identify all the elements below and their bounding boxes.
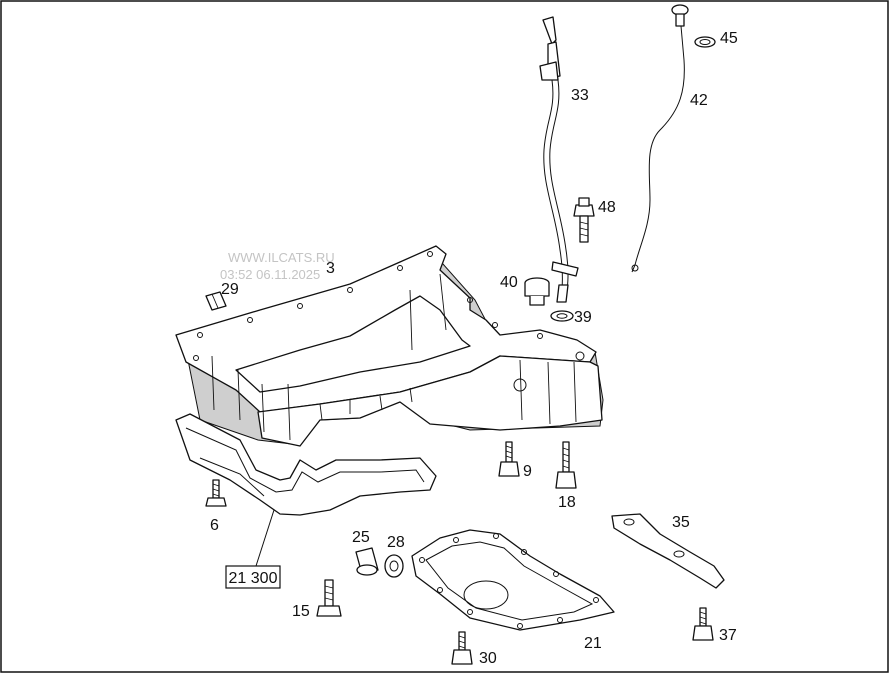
bolt-6[interactable] [205, 479, 227, 507]
bolt-48[interactable] [573, 197, 595, 243]
label-48: 48 [598, 199, 616, 216]
watermark-stamp: 03:52 06.11.2025 [220, 267, 320, 282]
gasket-21300[interactable] [175, 413, 437, 516]
label-37: 37 [719, 627, 737, 644]
label-35: 35 [672, 514, 690, 531]
label-40: 40 [500, 274, 518, 291]
label-30: 30 [479, 650, 497, 667]
dipstick-guide-tube[interactable] [539, 16, 579, 303]
seal-28[interactable] [384, 554, 404, 578]
label-6: 6 [210, 517, 219, 534]
label-29: 29 [221, 281, 239, 298]
oil-dipstick[interactable] [631, 4, 689, 273]
label-45: 45 [720, 30, 738, 47]
reference-box-label: 21 300 [229, 570, 278, 587]
label-3: 3 [326, 260, 335, 277]
oil-pan-upper-3[interactable] [175, 245, 604, 447]
clip-29[interactable] [205, 291, 227, 311]
label-42: 42 [690, 92, 708, 109]
sealing-ring-39[interactable] [550, 310, 574, 322]
bracket-35[interactable] [611, 513, 725, 589]
oil-pan-lower-21[interactable] [411, 529, 615, 631]
bolt-18[interactable] [555, 441, 577, 489]
label-15: 15 [292, 603, 310, 620]
o-ring-45[interactable] [694, 36, 716, 48]
plug-25[interactable] [355, 547, 379, 576]
label-39: 39 [574, 309, 592, 326]
drain-plug-40[interactable] [524, 277, 550, 306]
watermark-site: WWW.ILCATS.RU [228, 250, 335, 265]
label-18: 18 [558, 494, 576, 511]
bolt-15[interactable] [316, 579, 342, 617]
bolt-37[interactable] [692, 607, 714, 641]
label-9: 9 [523, 463, 532, 480]
label-21: 21 [584, 635, 602, 652]
leader-21300 [255, 509, 275, 567]
bolt-9[interactable] [498, 441, 520, 477]
reference-box[interactable] [225, 565, 281, 589]
label-28: 28 [387, 534, 405, 551]
label-25: 25 [352, 529, 370, 546]
bolt-30[interactable] [451, 631, 473, 665]
label-33: 33 [571, 87, 589, 104]
